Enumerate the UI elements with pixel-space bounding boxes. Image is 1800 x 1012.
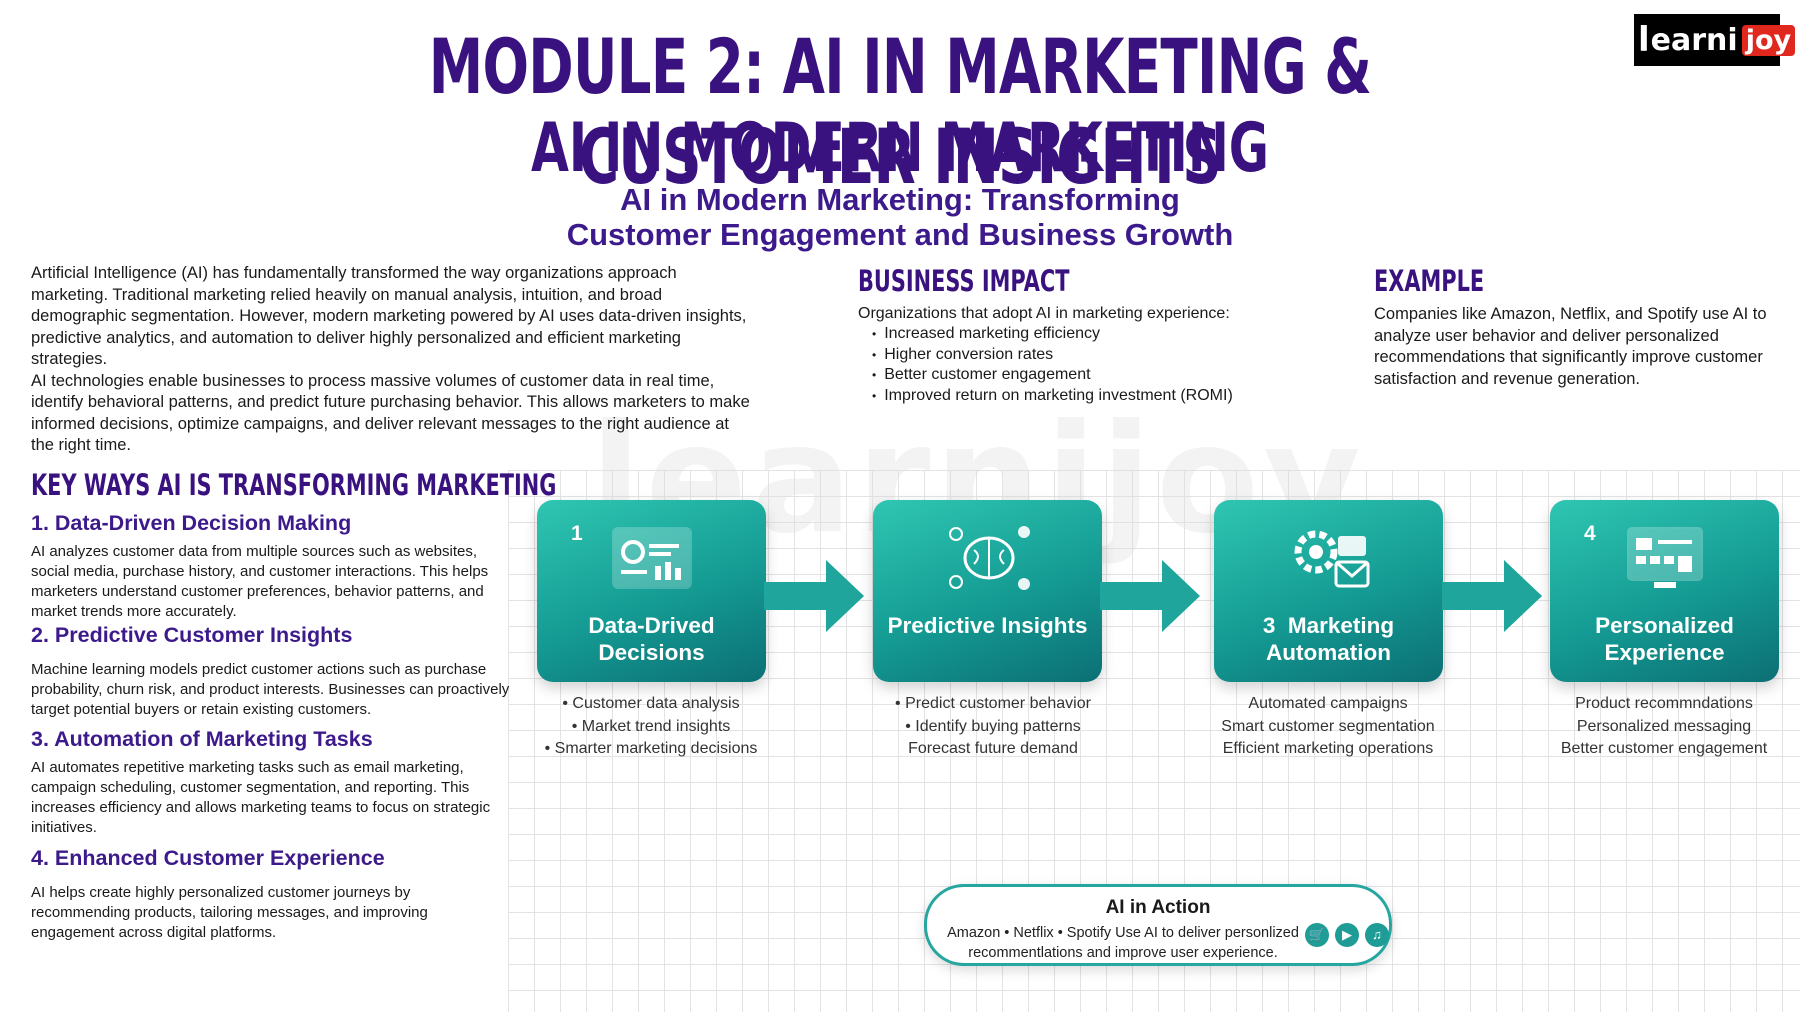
screen-grid-icon [1627, 527, 1703, 588]
flow-card-data-driven: 1 Data-Drived Decisions [537, 500, 766, 682]
key-way-title: 3. Automation of Marketing Tasks [31, 727, 373, 751]
list-item: Increased marketing efficiency [872, 324, 1278, 345]
card-bullets-2: • Predict customer behavior• Identify bu… [895, 695, 1091, 757]
key-way-title: 2. Predictive Customer Insights [31, 623, 353, 647]
step-number: 4 [1584, 522, 1596, 545]
example-section: EXAMPLE Companies like Amazon, Netflix, … [1374, 262, 1794, 390]
list-item: Improved return on marketing investment … [872, 386, 1278, 407]
key-way-2: 2. Predictive Customer Insights Machine … [31, 622, 511, 720]
brain-icon [949, 526, 1030, 590]
arrow-right-icon [764, 560, 864, 632]
cart-icon: 🛒 [1305, 923, 1329, 947]
card-label: Predictive Insights [887, 613, 1088, 638]
ai-action-title: AI in Action [1105, 897, 1211, 918]
module-title: MODULE 2: AI IN MARKETING & CUSTOMER INS… [428, 22, 1372, 201]
ai-in-action-box: AI in Action Amazon • Netflix • Spotify … [924, 884, 1392, 966]
flow-card-predictive: Predictive Insights [873, 500, 1102, 682]
card-label: Data-Drived Decisions [588, 613, 715, 665]
list-item: Better customer engagement [872, 365, 1278, 386]
step-number: 1 [571, 522, 583, 545]
play-icon: ▶ [1335, 923, 1359, 947]
key-way-text: Machine learning models predict customer… [31, 661, 510, 718]
section-title: AI IN MODERN MARKETING [530, 109, 1269, 188]
key-way-title: 1. Data-Driven Decision Making [31, 511, 352, 535]
dashboard-icon [612, 527, 692, 589]
key-way-title: 4. Enhanced Customer Experience [31, 846, 385, 870]
music-note-icon: ♫ [1365, 923, 1389, 947]
key-way-1: 1. Data-Driven Decision Making AI analyz… [31, 510, 511, 622]
example-heading: EXAMPLE [1374, 264, 1485, 298]
card-label: 3 Marketing Automation [1262, 613, 1395, 665]
intro-text: Artificial Intelligence (AI) has fundame… [31, 263, 751, 457]
business-impact-list: Increased marketing efficiency Higher co… [872, 324, 1278, 406]
subtitle: AI in Modern Marketing: Transforming Cus… [566, 182, 1234, 252]
key-way-text: AI automates repetitive marketing tasks … [31, 759, 491, 836]
card-label: Personalized Experience [1595, 613, 1734, 665]
flow-card-personalized: 4 Personalized Experience [1550, 500, 1779, 682]
key-way-text: AI analyzes customer data from multiple … [31, 543, 489, 620]
business-impact-heading: BUSINESS IMPACT [858, 264, 1070, 298]
arrow-right-icon [1100, 560, 1200, 632]
intro-paragraph-1: Artificial Intelligence (AI) has fundame… [31, 264, 747, 368]
intro-paragraph-2: AI technologies enable businesses to pro… [31, 371, 750, 455]
business-impact-lead: Organizations that adopt AI in marketing… [858, 305, 1230, 322]
list-item: Higher conversion rates [872, 345, 1278, 366]
business-impact-section: BUSINESS IMPACT Organizations that adopt… [858, 262, 1278, 406]
key-ways-heading: KEY WAYS AI IS TRANSFORMING MARKETING [31, 468, 557, 502]
card-bullets-1: • Customer data analysis• Market trend i… [544, 695, 758, 757]
key-way-text: AI helps create highly personalized cust… [31, 884, 428, 941]
flow-card-automation: 3 Marketing Automation [1214, 500, 1443, 682]
key-way-4: 4. Enhanced Customer Experience AI helps… [31, 845, 511, 943]
ai-action-text: Amazon • Netflix • Spotify Use AI to del… [947, 925, 1299, 961]
step-number: 3 [1262, 613, 1276, 638]
example-text: Companies like Amazon, Netflix, and Spot… [1374, 305, 1767, 388]
gear-mail-icon [1294, 530, 1370, 588]
arrow-right-icon [1442, 560, 1542, 632]
key-way-3: 3. Automation of Marketing Tasks AI auto… [31, 726, 511, 838]
